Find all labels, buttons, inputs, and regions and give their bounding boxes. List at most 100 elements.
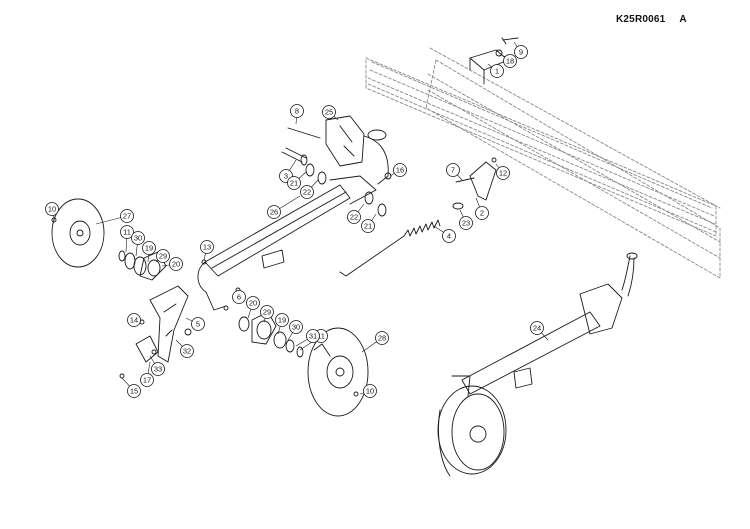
callout-number: 32	[183, 347, 191, 356]
callout-bubble	[393, 163, 407, 177]
callout-31: 31	[306, 329, 320, 343]
callout-bubble	[322, 105, 336, 119]
callout-bubble	[446, 163, 460, 177]
washer-21-upper	[305, 163, 315, 177]
callout-12: 12	[496, 166, 510, 180]
callout-number: 29	[263, 308, 271, 317]
callout-bubble	[260, 305, 274, 319]
washer-21-lower	[377, 203, 387, 217]
assembled-arm-24	[437, 252, 638, 477]
drawing-code: K25R0061	[616, 14, 666, 25]
callout-10: 10	[45, 202, 59, 216]
callout-number: 27	[123, 212, 131, 221]
callout-number: 6	[237, 293, 241, 302]
callout-bubble	[275, 313, 289, 327]
callout-number: 28	[378, 334, 386, 343]
callout-7: 7	[446, 163, 460, 177]
callout-bubble	[459, 216, 473, 230]
callout-bubble	[306, 329, 320, 343]
callout-bubble	[120, 225, 134, 239]
callout-number: 24	[533, 324, 541, 333]
callout-10: 10	[363, 384, 377, 398]
callout-number: 25	[325, 108, 333, 117]
callout-number: 7	[451, 166, 455, 175]
callout-bubble	[131, 231, 145, 245]
callout-bubble	[140, 373, 154, 387]
parallel-arm-26	[197, 129, 389, 311]
callout-bubble	[151, 362, 165, 376]
callout-bubble	[127, 313, 141, 327]
bushing-22-lower	[364, 191, 374, 205]
nut-16	[384, 172, 392, 180]
callout-21: 21	[287, 176, 301, 190]
callout-29: 29	[260, 305, 274, 319]
callout-number: 23	[462, 219, 470, 228]
bushing-3	[281, 147, 308, 166]
toolbar-beam-front	[425, 47, 721, 279]
callout-22: 22	[347, 210, 361, 224]
callout-number: 33	[154, 365, 162, 374]
callout-bubble	[375, 331, 389, 345]
callout-bubble	[191, 317, 205, 331]
callout-22: 22	[300, 185, 314, 199]
callout-30: 30	[289, 320, 303, 334]
callout-26: 26	[267, 205, 281, 219]
callout-20: 20	[246, 296, 260, 310]
callout-number: 4	[447, 232, 451, 241]
callout-24: 24	[530, 321, 544, 335]
callout-bubble	[442, 229, 456, 243]
bushing-22-upper	[317, 171, 327, 185]
callout-bubble	[300, 185, 314, 199]
callout-number: 19	[278, 316, 286, 325]
callout-4: 4	[442, 229, 456, 243]
callout-bubble	[180, 344, 194, 358]
callout-labels: 1234567891010111112131415161718191920202…	[45, 45, 544, 398]
callout-number: 15	[130, 387, 138, 396]
callout-15: 15	[127, 384, 141, 398]
callout-20: 20	[169, 257, 183, 271]
callout-bubble	[290, 104, 304, 118]
callout-28: 28	[375, 331, 389, 345]
callout-9: 9	[514, 45, 528, 59]
tension-spring-4	[339, 219, 441, 277]
hub-assembly-left	[118, 250, 167, 281]
callout-18: 18	[503, 54, 517, 68]
callout-number: 31	[309, 332, 317, 341]
callout-bubble	[496, 166, 510, 180]
callout-number: 18	[506, 57, 514, 66]
hub-assembly-right	[238, 311, 304, 358]
callout-bubble	[347, 210, 361, 224]
callout-21: 21	[361, 219, 375, 233]
callout-17: 17	[140, 373, 154, 387]
callout-bubble	[490, 64, 504, 78]
callout-14: 14	[127, 313, 141, 327]
callout-number: 22	[303, 188, 311, 197]
callout-bubble	[287, 176, 301, 190]
callout-number: 21	[290, 179, 298, 188]
callout-33: 33	[151, 362, 165, 376]
callout-11: 11	[120, 225, 134, 239]
callout-bubble	[120, 209, 134, 223]
callout-number: 10	[48, 205, 56, 214]
callout-bubble	[503, 54, 517, 68]
callout-bubble	[289, 320, 303, 334]
callout-bubble	[514, 45, 528, 59]
callout-13: 13	[200, 240, 214, 254]
callout-number: 11	[123, 228, 131, 237]
callout-27: 27	[120, 209, 134, 223]
callout-bubble	[363, 384, 377, 398]
callout-number: 3	[284, 172, 288, 181]
callout-bubble	[475, 206, 489, 220]
callout-number: 10	[366, 387, 374, 396]
callout-bubble	[361, 219, 375, 233]
callout-8: 8	[290, 104, 304, 118]
callout-bubble	[200, 240, 214, 254]
callout-30: 30	[131, 231, 145, 245]
callout-bubble	[127, 384, 141, 398]
callout-number: 11	[317, 332, 325, 341]
callout-number: 22	[350, 213, 358, 222]
callout-number: 2	[480, 209, 484, 218]
callout-23: 23	[459, 216, 473, 230]
disc-blade-28	[307, 327, 369, 417]
callout-19: 19	[275, 313, 289, 327]
